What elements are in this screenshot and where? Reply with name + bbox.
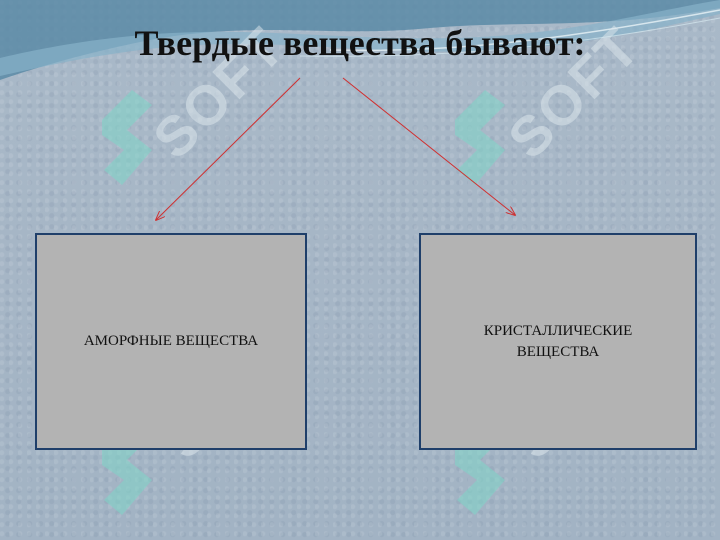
header-wave-decoration bbox=[0, 0, 720, 80]
amorphous-substances-label: АМОРФНЫЕ ВЕЩЕСТВА bbox=[83, 333, 259, 349]
amorphous-substances-box: АМОРФНЫЕ ВЕЩЕСТВА bbox=[35, 233, 307, 450]
crystalline-substances-box: КРИСТАЛЛИЧЕСКИЕ ВЕЩЕСТВА bbox=[419, 233, 697, 450]
crystalline-substances-label: КРИСТАЛЛИЧЕСКИЕ ВЕЩЕСТВА bbox=[483, 322, 633, 360]
arrow-left bbox=[156, 77, 301, 220]
arrow-right bbox=[342, 77, 515, 215]
slide-title: Твердые вещества бывают: bbox=[134, 23, 586, 63]
